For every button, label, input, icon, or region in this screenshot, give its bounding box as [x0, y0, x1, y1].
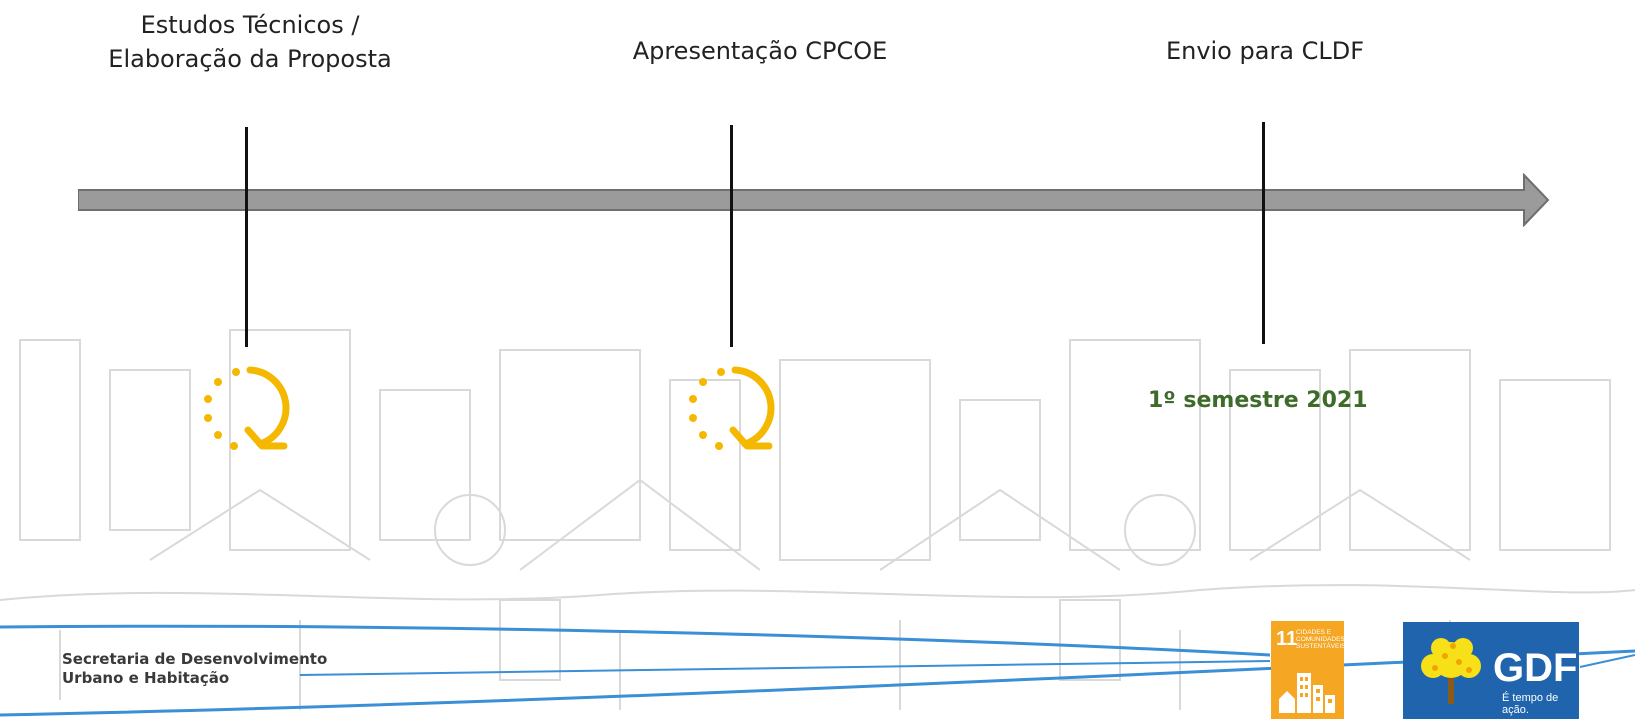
sdg-number: 11 [1276, 628, 1298, 650]
in-progress-icon [689, 366, 775, 450]
milestone-tick-envio [1262, 122, 1265, 344]
timeline-arrow [78, 173, 1550, 227]
milestone-label-apresentacao: Apresentação CPCOE [632, 37, 888, 65]
ipe-tree-icon [1421, 638, 1481, 704]
gdf-logo: GDF É tempo de ação. [1403, 622, 1579, 719]
sdg-11-badge: 11 CIDADES E COMUNIDADES SUSTENTÁVEIS [1271, 621, 1346, 719]
in-progress-icon [204, 366, 290, 450]
organization-name: Secretaria de Desenvolvimento Urbano e H… [62, 650, 328, 687]
city-buildings-icon [1279, 673, 1335, 713]
milestone-tick-estudos [245, 127, 248, 347]
gdf-wordmark: GDF [1493, 646, 1578, 690]
milestone-date-envio: 1º semestre 2021 [1148, 388, 1368, 413]
milestone-tick-apresentacao [730, 125, 733, 347]
city-sketch-background [0, 329, 1635, 710]
milestone-label-envio: Envio para CLDF [1165, 37, 1365, 65]
milestone-label-estudos: Estudos Técnicos / Elaboração da Propost… [108, 11, 392, 73]
gdf-slogan: É tempo de ação. [1502, 692, 1559, 716]
sdg-text: CIDADES E COMUNIDADES SUSTENTÁVEIS [1296, 629, 1346, 650]
